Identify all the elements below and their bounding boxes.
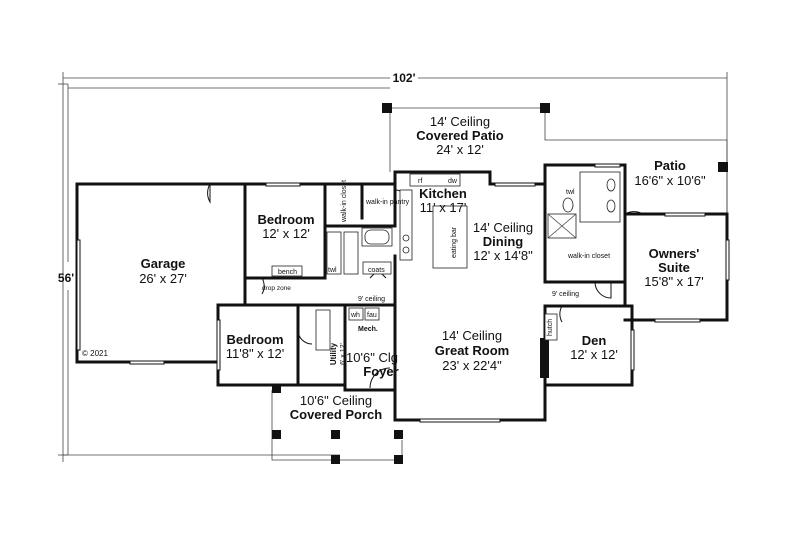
twl-label-2: twl (566, 189, 575, 196)
wh-label: wh (350, 312, 360, 319)
depth-dimension: 56' (58, 271, 74, 285)
great-room-label: 14' Ceiling Great Room 23' x 22'4" (435, 328, 509, 373)
twl-label-1: twl (328, 267, 337, 274)
overall-dimensions: 102' 56' (58, 71, 728, 462)
bedroom3-size: 11'8" x 12' (226, 346, 285, 361)
kitchen-size: 11' x 17' (420, 200, 467, 215)
small-labels: walk-in closet walk-in pantry eating bar… (82, 178, 610, 358)
hutch-label: hutch (547, 319, 554, 336)
nine-ceiling-label-2: 9' ceiling (552, 291, 579, 298)
windows (76, 163, 730, 423)
garage-name: Garage (141, 256, 186, 271)
owners-suite-name-1: Owners' (649, 246, 700, 261)
utility-size: 6' x 12' (340, 343, 347, 365)
owners-suite-label: Owners' Suite 15'8" x 17' (644, 246, 703, 289)
covered-porch-name: Covered Porch (290, 407, 383, 422)
covered-patio-label: 14' Ceiling Covered Patio 24' x 12' (416, 114, 503, 157)
owners-suite-size: 15'8" x 17' (644, 274, 703, 289)
eating-bar-label: eating bar (451, 226, 458, 258)
den-size: 12' x 12' (570, 347, 618, 362)
posts (272, 103, 728, 464)
walk-in-pantry-label: walk-in pantry (365, 199, 410, 206)
foyer-label: 10'6" Clg Foyer (346, 350, 399, 379)
utility-name: Utility (329, 342, 338, 365)
bedroom3-name: Bedroom (226, 332, 283, 347)
dining-label: 14' Ceiling Dining 12' x 14'8" (473, 220, 533, 263)
width-dimension: 102' (393, 71, 416, 85)
great-room-size: 23' x 22'4" (442, 358, 502, 373)
dw-label: dw (448, 178, 458, 185)
owners-suite-name-2: Suite (658, 260, 690, 275)
bench-label: bench (278, 269, 297, 276)
den-name: Den (582, 333, 607, 348)
dining-size: 12' x 14'8" (473, 248, 533, 263)
patio-name: Patio (654, 158, 686, 173)
kitchen-name: Kitchen (419, 186, 467, 201)
great-room-ceiling: 14' Ceiling (442, 328, 502, 343)
garage-size: 26' x 27' (139, 271, 187, 286)
bedroom2-size: 12' x 12' (262, 226, 310, 241)
bedroom3-label: Bedroom 11'8" x 12' (226, 332, 285, 361)
covered-patio-ceiling: 14' Ceiling (430, 114, 490, 129)
foyer-ceiling: 10'6" Clg (346, 350, 398, 365)
nine-ceiling-label-1: 9' ceiling (358, 296, 385, 303)
patio-label: Patio 16'6" x 10'6" (634, 158, 706, 188)
covered-patio-name: Covered Patio (416, 128, 503, 143)
coats-label: coats (368, 267, 385, 274)
fau-label: fau (367, 312, 377, 319)
bedroom2-label: Bedroom 12' x 12' (257, 212, 314, 241)
utility-label: Utility 6' x 12' (329, 342, 347, 365)
bedroom2-name: Bedroom (257, 212, 314, 227)
dining-name: Dining (483, 234, 523, 249)
walk-in-closet-label: walk-in closet (341, 180, 348, 223)
covered-porch-label: 10'6" Ceiling Covered Porch (290, 393, 383, 422)
drop-zone-label: drop zone (262, 285, 291, 292)
patio-size: 16'6" x 10'6" (634, 173, 706, 188)
kitchen-label: Kitchen 11' x 17' (419, 186, 467, 215)
covered-porch-ceiling: 10'6" Ceiling (300, 393, 372, 408)
garage-label: Garage 26' x 27' (139, 256, 187, 286)
ref-label: rf (418, 178, 422, 185)
owners-closet-label: walk-in closet (567, 253, 610, 260)
great-room-name: Great Room (435, 343, 509, 358)
mech-label: Mech. (358, 326, 378, 333)
foyer-name: Foyer (363, 364, 398, 379)
patio-outlines (68, 87, 728, 461)
fixtures (271, 171, 621, 378)
copyright-label: © 2021 (82, 349, 108, 358)
covered-patio-size: 24' x 12' (436, 142, 484, 157)
den-label: Den 12' x 12' (570, 333, 618, 362)
dining-ceiling: 14' Ceiling (473, 220, 533, 235)
